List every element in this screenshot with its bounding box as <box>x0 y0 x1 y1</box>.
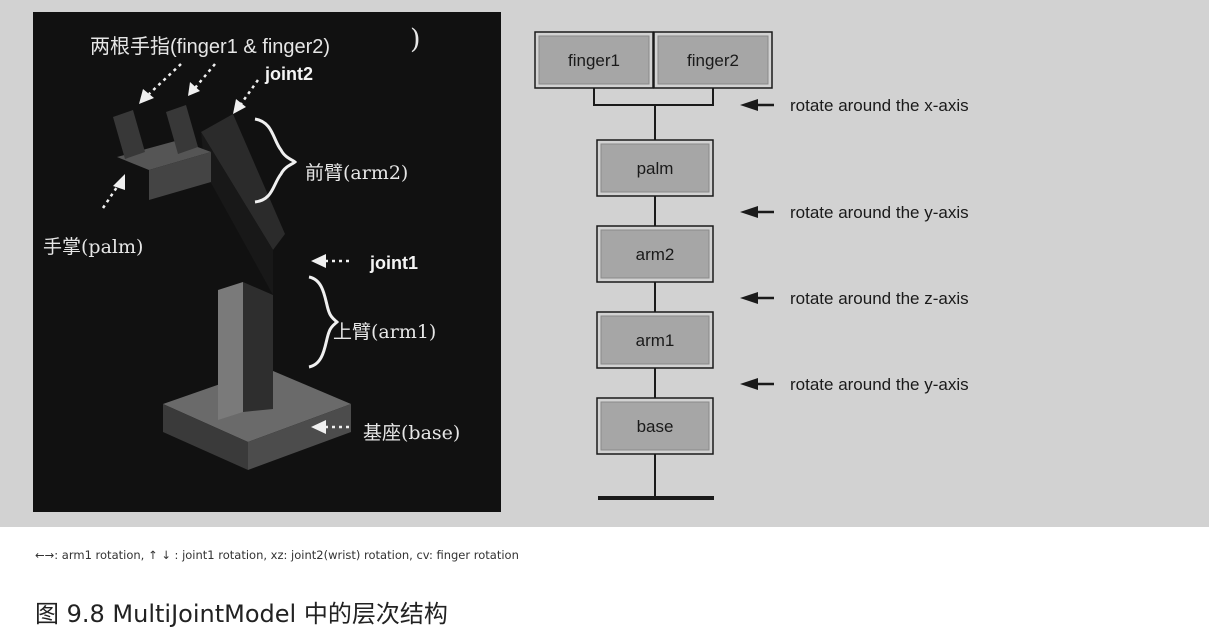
arm2-top-face <box>201 114 285 250</box>
arm1-node-label: arm1 <box>636 331 675 350</box>
base-node-label: base <box>637 417 674 436</box>
palm-front-face <box>149 152 211 200</box>
upper-arm-label: 上臂(arm1) <box>333 321 437 343</box>
joint-arrowhead-4 <box>740 378 758 390</box>
figure-caption: 图 9.8 MultiJointModel 中的层次结构 <box>35 600 448 628</box>
joint1-arrowhead <box>311 254 326 268</box>
fingers-label-paren: ) <box>410 24 421 55</box>
forearm-label: 前臂(arm2) <box>305 162 409 184</box>
finger2-node-label: finger2 <box>687 51 739 70</box>
base-arrowhead <box>311 420 326 434</box>
finger1-arrowhead <box>139 89 154 104</box>
palm-node-label: palm <box>637 159 674 178</box>
base-label: 基座(base) <box>363 422 461 444</box>
arm1-front-face <box>218 282 243 420</box>
joint-label-3: rotate around the z-axis <box>790 289 969 308</box>
finger2-shape <box>166 105 198 154</box>
joint-label-1: rotate around the x-axis <box>790 96 969 115</box>
finger1-arrow-line <box>148 63 182 95</box>
finger2-node-box <box>657 35 769 85</box>
joint-arrowhead-2 <box>740 206 758 218</box>
arm2-node-label: arm2 <box>636 245 675 264</box>
arm1-brace <box>308 275 340 369</box>
joint-label-2: rotate around the y-axis <box>790 203 969 222</box>
controls-note: ←→: arm1 rotation, ↑ ↓ : joint1 rotation… <box>35 548 519 562</box>
palm-node-box <box>600 143 710 193</box>
finger2-arrow-line <box>194 63 216 89</box>
joint-arrowhead-1 <box>740 99 758 111</box>
palm-arrowhead <box>113 174 125 190</box>
arm1-node-box <box>600 315 710 365</box>
finger1-node-box <box>538 35 650 85</box>
base-node-box <box>600 401 710 451</box>
palm-arrow-line <box>101 183 121 209</box>
joint2-arrow-line <box>239 79 260 105</box>
joint1-label: joint1 <box>370 253 418 273</box>
palm-label: 手掌(palm) <box>43 236 144 258</box>
fingers-label: 两根手指(finger1 & finger2) <box>90 36 331 58</box>
joint-arrowhead-3 <box>740 292 758 304</box>
arm2-front-face <box>201 132 273 295</box>
joint2-arrowhead <box>233 99 246 114</box>
arm2-brace <box>254 117 298 204</box>
arm2-node-box <box>600 229 710 279</box>
finger1-node-label: finger1 <box>568 51 620 70</box>
base-left-face <box>163 404 248 470</box>
arm1-side-face <box>243 282 273 412</box>
finger1-shape <box>113 110 145 159</box>
joint2-label: joint2 <box>265 64 313 84</box>
hierarchy-diagram: finger1 finger2 palm arm2 arm1 base rotate aro… <box>534 31 969 500</box>
joint-label-4: rotate around the y-axis <box>790 375 969 394</box>
robot-arm-illustration <box>101 63 353 470</box>
finger2-arrowhead <box>188 82 200 96</box>
robot-arm-render: 两根手指(finger1 & finger2) ) joint2 前臂(arm2… <box>33 12 501 512</box>
figure-caption-area: 图 9.8 MultiJointModel 中的层次结构 <box>35 580 735 628</box>
